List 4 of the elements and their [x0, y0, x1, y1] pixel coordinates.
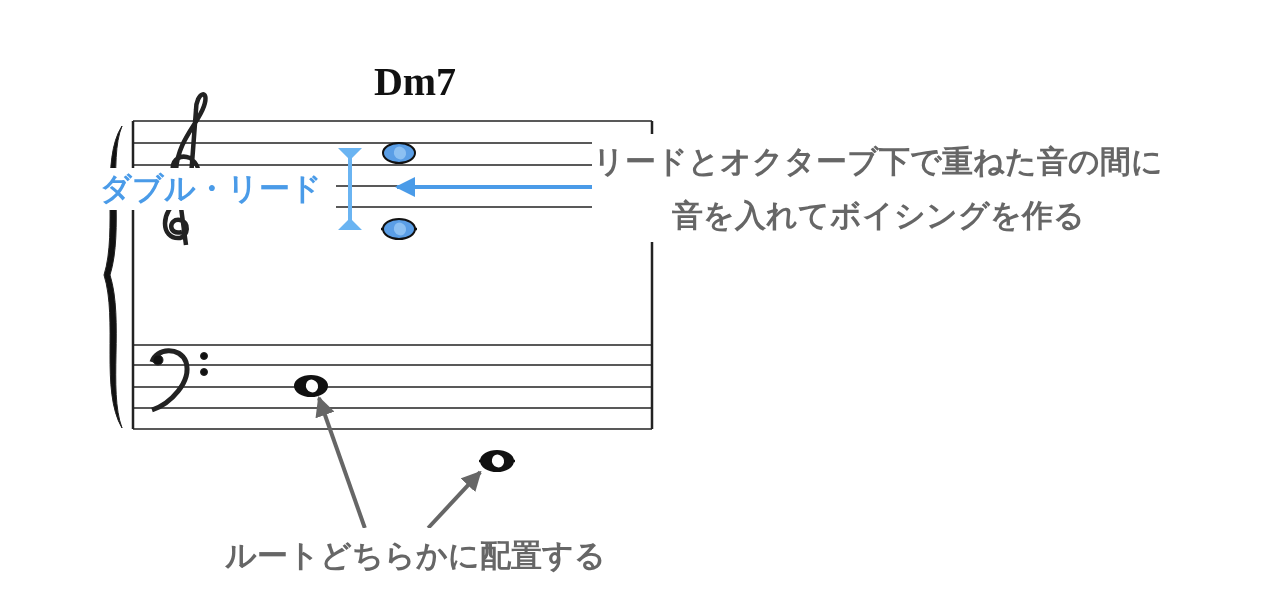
chord-symbol: Dm7 — [372, 58, 458, 105]
arrow — [315, 396, 367, 529]
arrow — [426, 470, 482, 530]
arrow — [395, 177, 592, 197]
